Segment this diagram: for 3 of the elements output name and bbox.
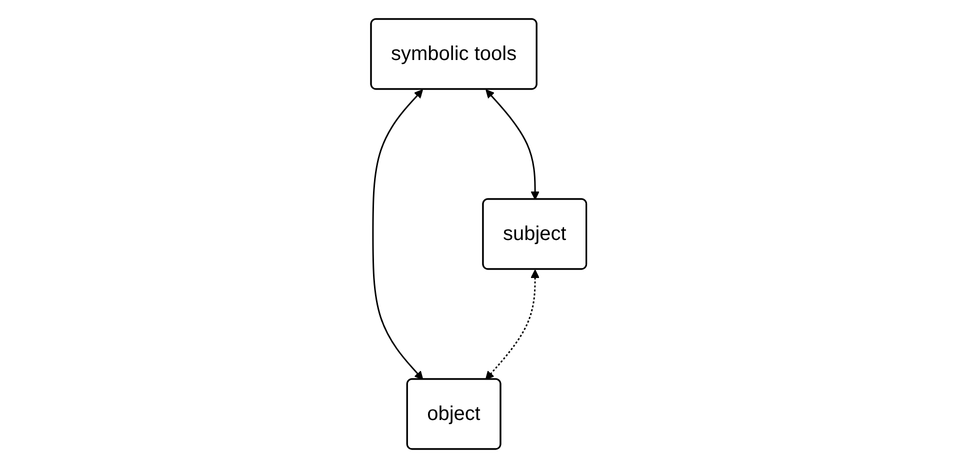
arrow xyxy=(486,89,540,200)
arrow xyxy=(486,270,540,380)
arrow xyxy=(372,89,424,380)
